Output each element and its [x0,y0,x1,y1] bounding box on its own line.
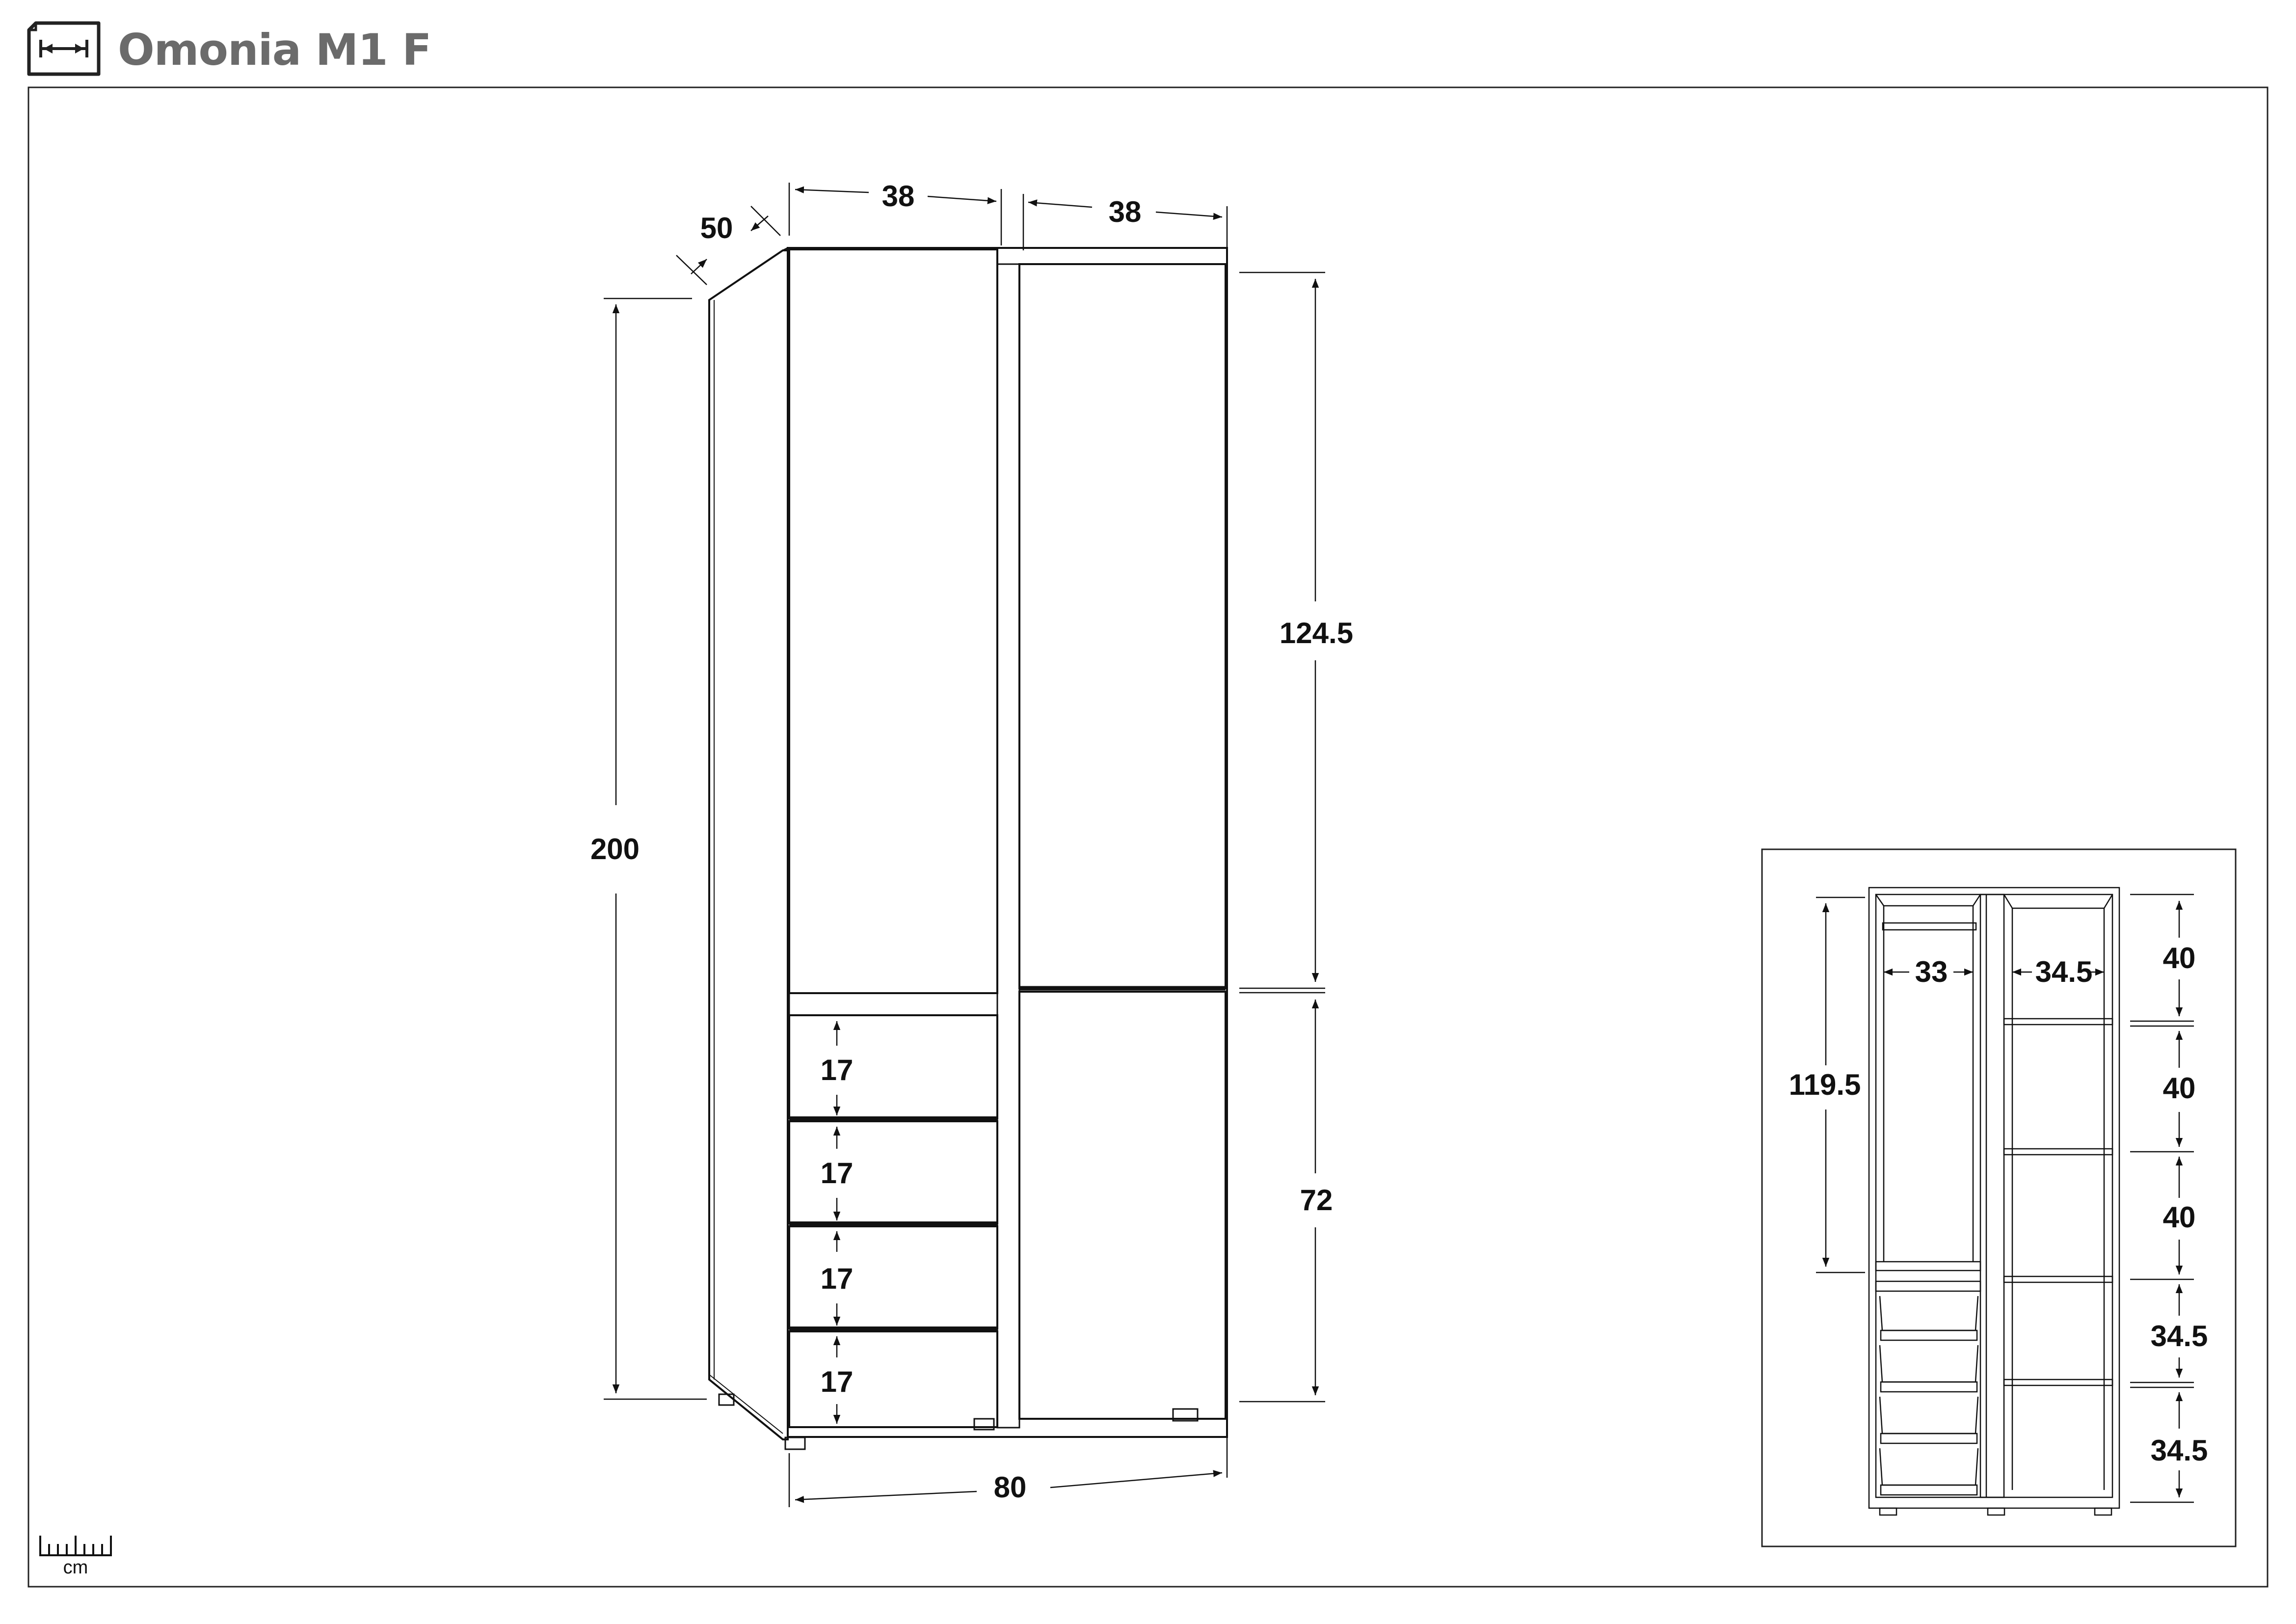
drawer-height-label: 17 [821,1157,854,1190]
left-compartment-width-label: 33 [1915,955,1948,988]
drawer-height-label: 17 [821,1262,854,1295]
main-dimension-lines [604,183,1325,1507]
depth-label: 50 [700,212,733,244]
dimension-sheet-icon [27,21,101,76]
total-width-label: 80 [994,1471,1027,1504]
right-compartment-width-label: 34.5 [2035,955,2093,988]
lower-door-height-label: 72 [1300,1184,1333,1217]
drawer-height-label: 17 [821,1365,854,1398]
ruler-icon [39,1536,112,1556]
wardrobe-interior-view [1868,887,2120,1516]
shelf-height-label: 34.5 [2151,1434,2208,1467]
right-door-width-label: 38 [1109,195,1142,228]
left-door-width-label: 38 [882,180,915,213]
page-title: Omonia M1 F [118,25,431,75]
shelf-height-label: 34.5 [2151,1320,2208,1353]
hanging-height-label: 119.5 [1789,1068,1861,1101]
unit-label: cm [63,1557,88,1578]
interior-dimension-lines [1816,893,2194,1503]
drawing-frame [27,86,2269,1588]
drawer-height-label: 17 [821,1054,854,1086]
shelf-height-label: 40 [2163,1201,2196,1234]
shelf-height-label: 40 [2163,1072,2196,1105]
total-height-label: 200 [590,833,640,866]
wardrobe-front-view [708,247,1228,1450]
upper-door-height-label: 124.5 [1280,617,1353,650]
interior-view-frame [1761,848,2237,1547]
shelf-height-label: 40 [2163,942,2196,974]
